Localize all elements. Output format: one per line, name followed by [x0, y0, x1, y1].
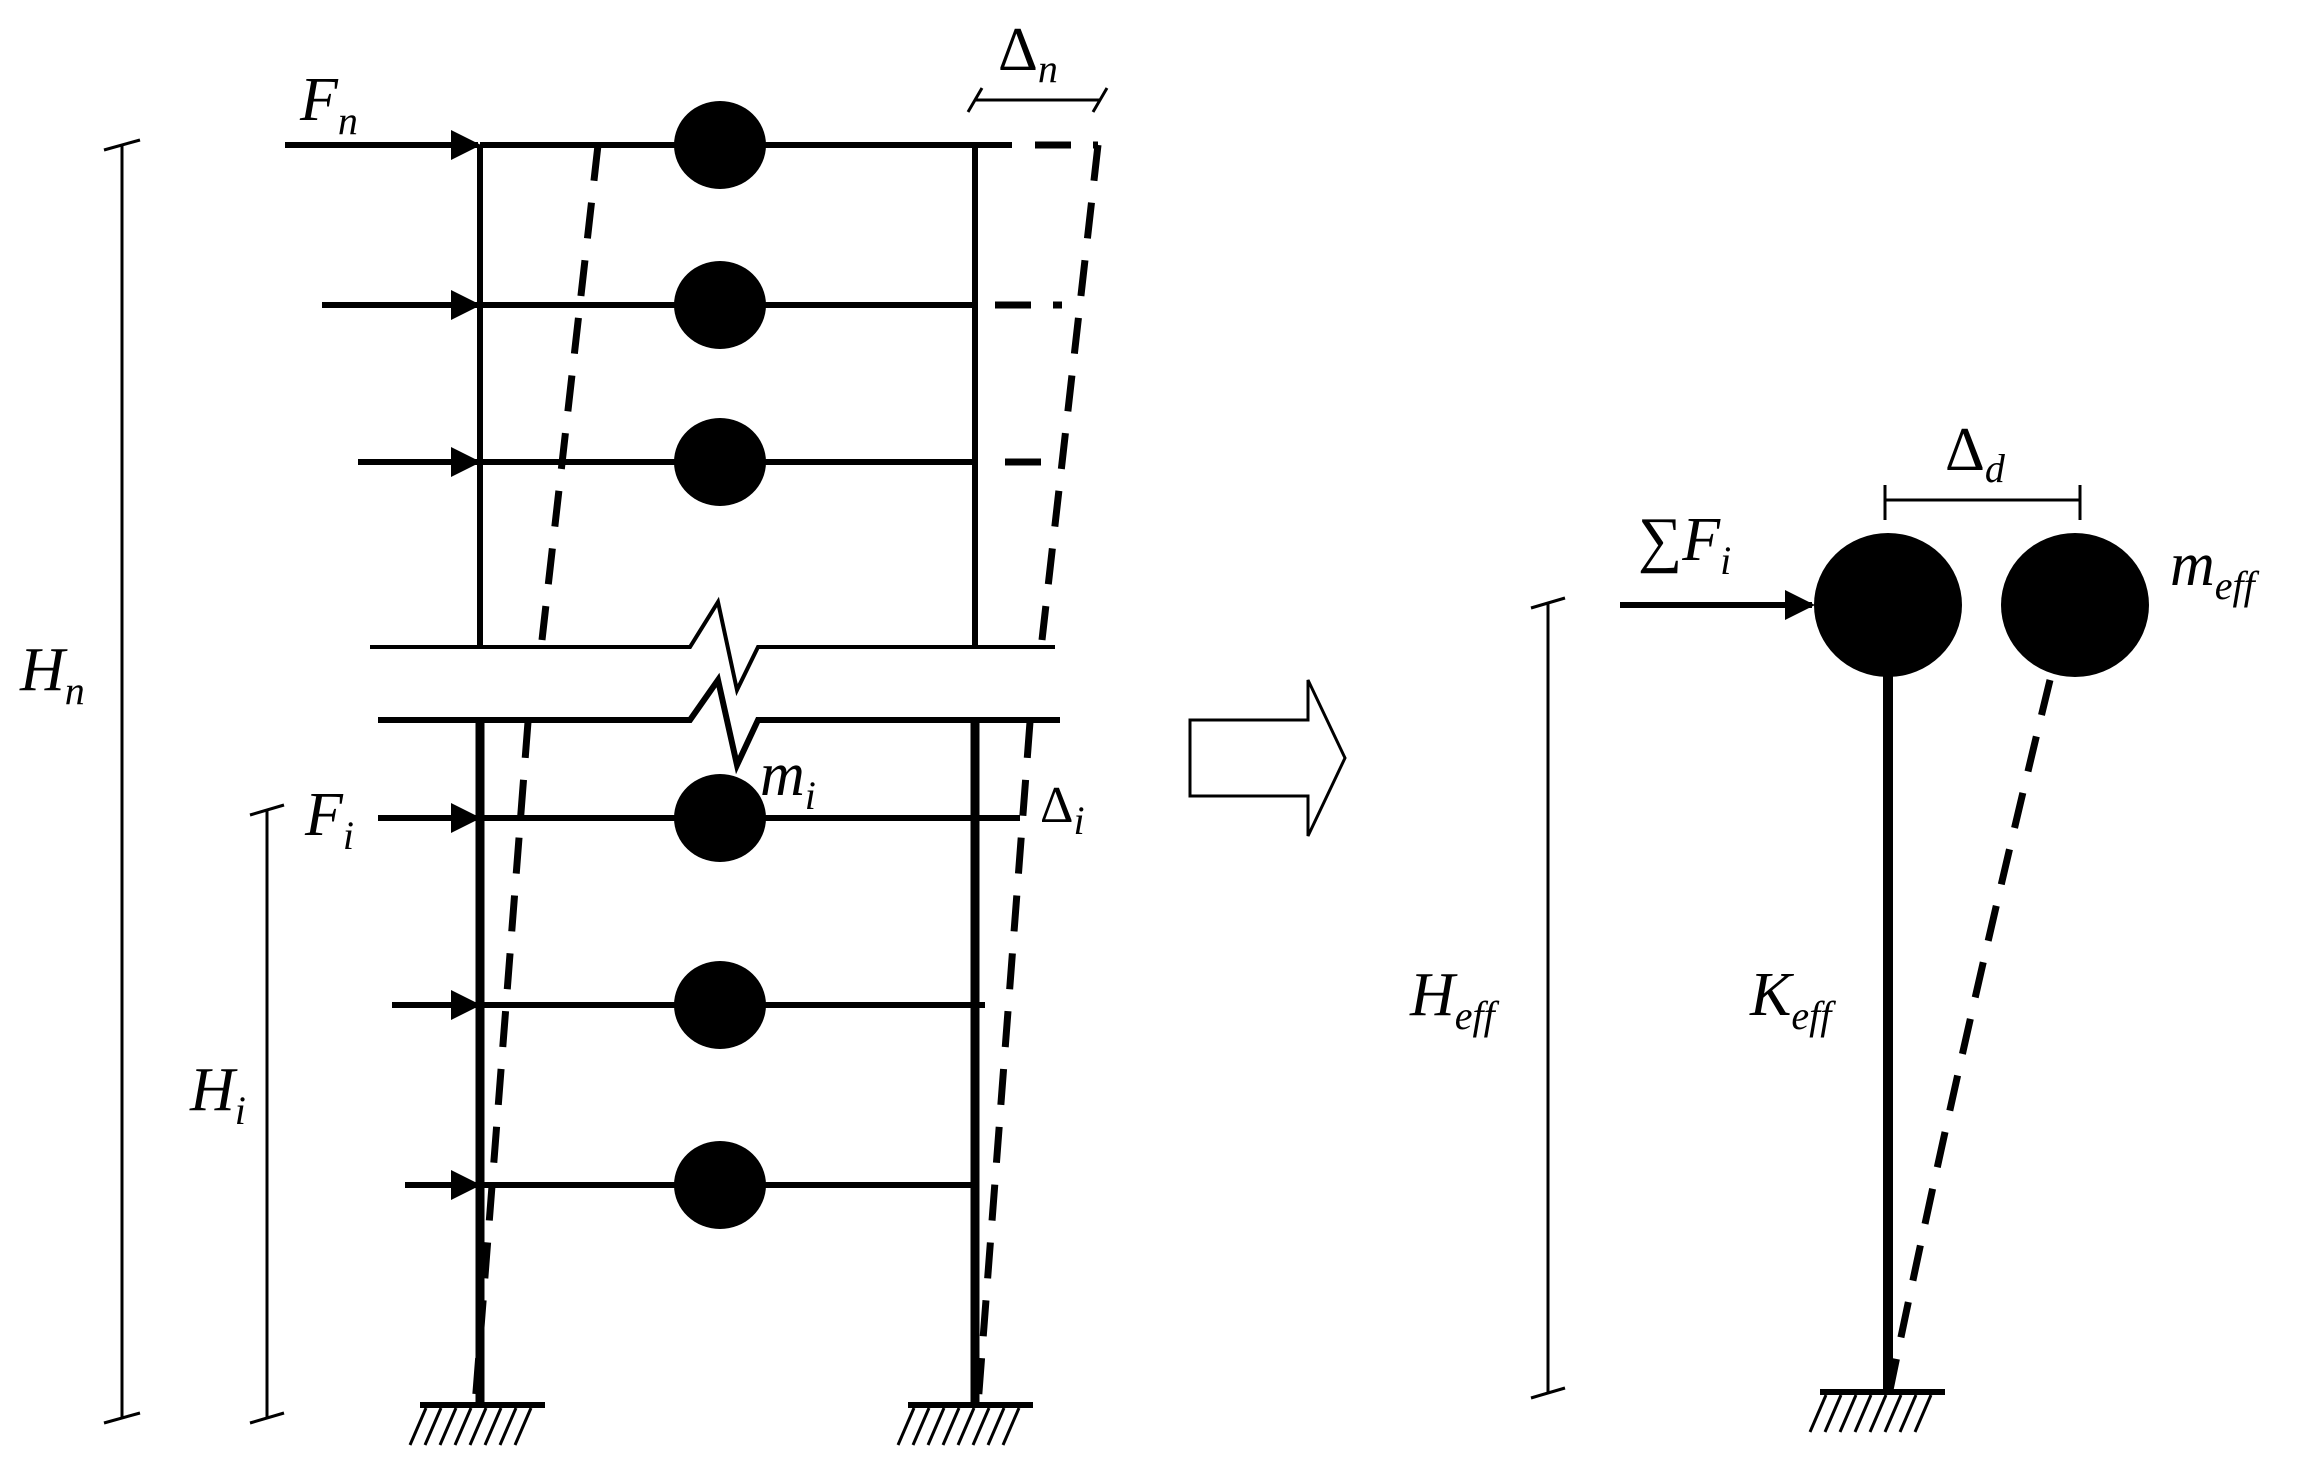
deformed-left-column-upper	[538, 144, 602, 641]
multi-storey-frame	[103, 87, 1109, 1446]
label-h-i: Hi	[189, 1056, 246, 1133]
floor-mass-3	[674, 418, 766, 506]
label-f-i: Fi	[304, 781, 354, 858]
displacement-dimension-delta-d	[1883, 485, 2082, 520]
height-dimension-hn	[103, 138, 141, 1425]
label-h-n: Hn	[19, 636, 85, 713]
label-delta-n: Δn	[998, 16, 1058, 91]
label-f-n: Fn	[299, 66, 358, 143]
sdof-mass-displaced	[2001, 533, 2149, 677]
sdof-mass	[1814, 533, 1962, 677]
break-line-lower	[378, 672, 1060, 775]
hatched-ground-support-icon	[1808, 1389, 1945, 1433]
height-dimension-heff	[1530, 596, 1566, 1400]
hatched-ground-support-icon	[896, 1402, 1033, 1446]
substitute-sdof-structure	[1530, 485, 2149, 1433]
hatched-ground-support-icon	[408, 1402, 545, 1446]
break-line-upper	[370, 596, 1055, 697]
label-m-eff: meff	[2170, 531, 2260, 608]
hollow-right-arrow-icon	[1188, 679, 1347, 837]
displacement-dimension-delta-n	[966, 87, 1109, 113]
floor-mass-5	[674, 961, 766, 1049]
label-delta-i: Δi	[1040, 777, 1085, 843]
height-dimension-hi	[249, 803, 285, 1425]
floor-mass-i	[674, 774, 766, 862]
label-sum-f-i: ∑Fi	[1638, 506, 1731, 583]
label-delta-d: Δd	[1945, 416, 2006, 491]
label-k-eff: Keff	[1749, 961, 1836, 1038]
deformed-right-column-lower	[974, 721, 1034, 1406]
label-h-eff: Heff	[1409, 961, 1500, 1038]
sdof-deformed-shape	[1886, 679, 2054, 1391]
label-m-i: mi	[760, 741, 816, 818]
floor-mass-2	[674, 261, 766, 349]
floor-mass-1	[674, 1141, 766, 1229]
deformed-right-column-upper	[1038, 144, 1102, 641]
floor-mass-n	[674, 101, 766, 189]
